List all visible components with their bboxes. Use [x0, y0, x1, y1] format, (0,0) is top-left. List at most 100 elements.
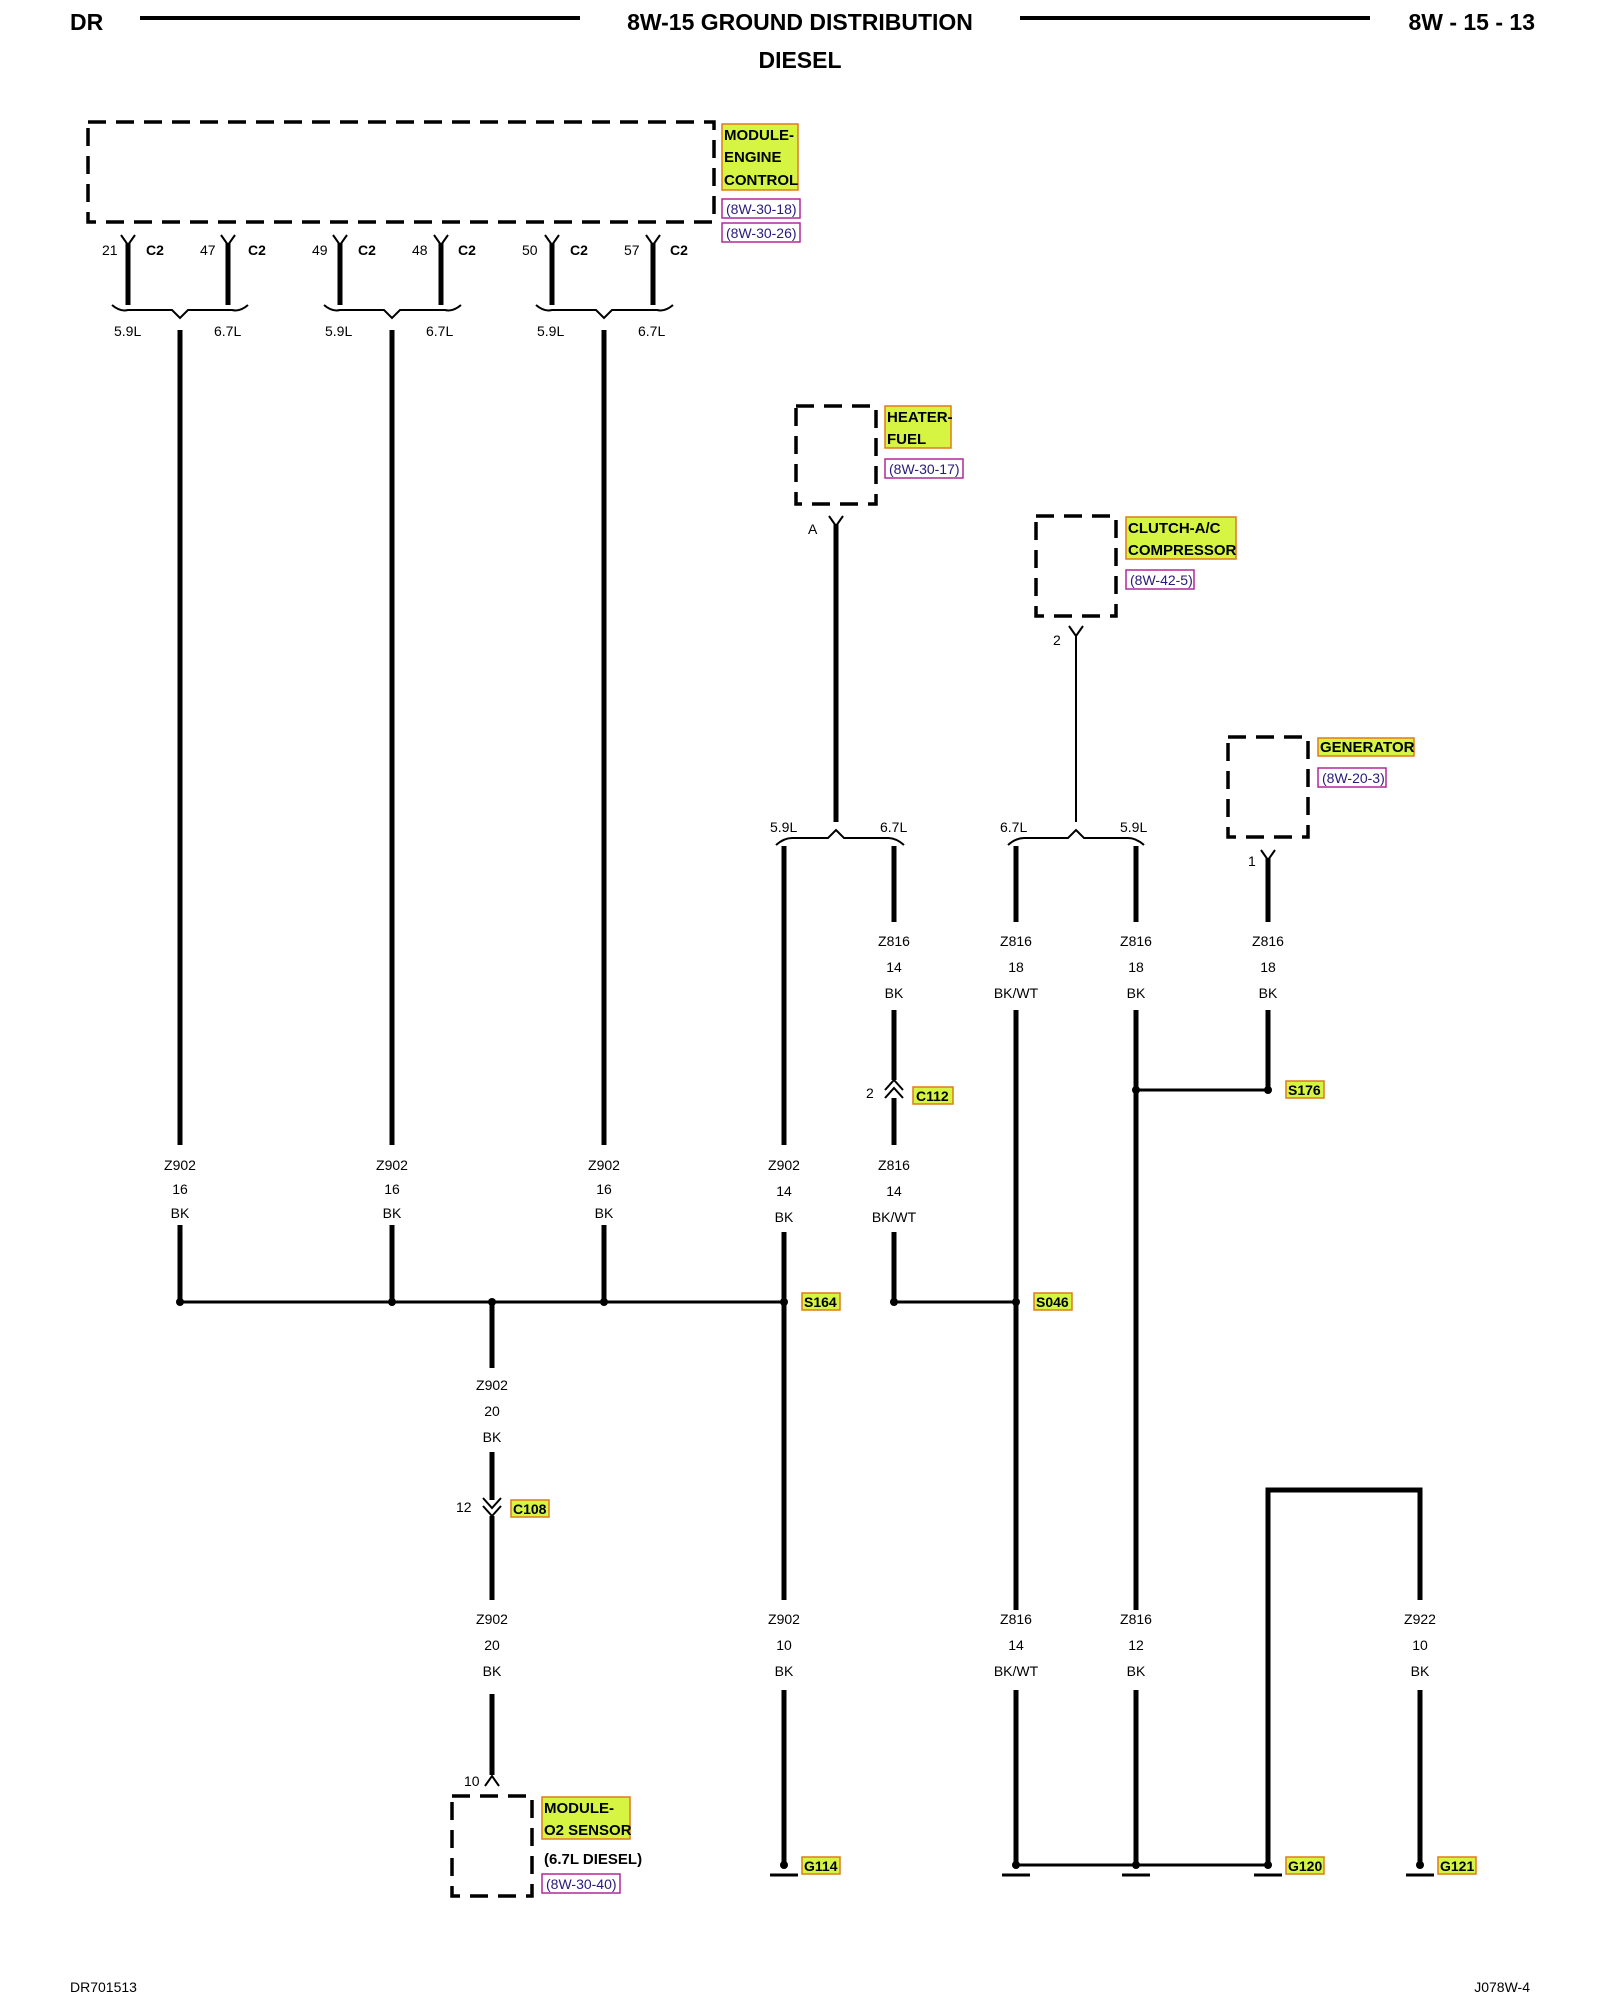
- g120-node: [1012, 1861, 1020, 1869]
- s046-label: S046: [1036, 1294, 1069, 1310]
- clutch-pin-label: 2: [1053, 632, 1061, 648]
- c112-pin: 2: [866, 1085, 874, 1101]
- heater-option-a: 5.9L: [770, 819, 797, 835]
- option-2-a: 5.9L: [325, 323, 352, 339]
- wire-label-circuit: Z922: [1404, 1611, 1436, 1627]
- o2-ref[interactable]: (8W-30-40): [546, 1876, 617, 1892]
- wire-label-gauge: 16: [172, 1181, 188, 1197]
- generator-label: GENERATOR: [1320, 739, 1415, 756]
- wire-label-circuit: Z816: [1252, 933, 1284, 949]
- o2-label-line1: MODULE-: [544, 1800, 614, 1817]
- wire-label-circuit: Z902: [164, 1157, 196, 1173]
- wire-label-color: BK: [171, 1205, 190, 1221]
- clutch-ref-box: [1125, 569, 1195, 590]
- ecm-ref2[interactable]: (8W-30-26): [726, 225, 797, 241]
- c108-pin: 12: [456, 1499, 472, 1515]
- s046-highlight: [1033, 1292, 1073, 1311]
- g114-node: [780, 1861, 788, 1869]
- splice-s164-node: [176, 1298, 184, 1306]
- wire-label-circuit: Z902: [376, 1157, 408, 1173]
- g120-node: [1132, 1861, 1140, 1869]
- option-3-a: 5.9L: [537, 323, 564, 339]
- option-2-b: 6.7L: [426, 323, 453, 339]
- ecm-ref1-box: [721, 198, 801, 219]
- wire-label-gauge: 16: [596, 1181, 612, 1197]
- g120-node: [1264, 1861, 1272, 1869]
- g121-highlight: [1437, 1856, 1477, 1875]
- wire-label-gauge: 18: [1260, 959, 1276, 975]
- pin-47-number: 47: [200, 242, 216, 258]
- pin-50-number: 50: [522, 242, 538, 258]
- clutch-ref[interactable]: (8W-42-5): [1130, 572, 1193, 588]
- wire-label-gauge: 20: [484, 1403, 500, 1419]
- page-code-left: DR: [70, 9, 104, 35]
- heater-fuel-box: [794, 404, 878, 506]
- g114-highlight: [801, 1856, 841, 1875]
- splice-s176-node: [1132, 1086, 1140, 1094]
- s176-label: S176: [1288, 1082, 1321, 1098]
- g121-label: G121: [1440, 1858, 1474, 1874]
- wire-label-gauge: 14: [776, 1183, 792, 1199]
- c112-connector-symbol: [884, 1078, 904, 1099]
- ecm-label-line3: CONTROL: [724, 172, 798, 189]
- wire-label-gauge: 16: [384, 1181, 400, 1197]
- c112-label: C112: [916, 1088, 949, 1104]
- wire-label-color: BK: [483, 1663, 502, 1679]
- wire-label-color: BK: [1259, 985, 1278, 1001]
- splice-s046-node: [890, 1298, 898, 1306]
- o2-pin-label: 10: [464, 1773, 480, 1789]
- splice-s046-node: [1012, 1298, 1020, 1306]
- wire-label-gauge: 14: [886, 1183, 902, 1199]
- wire-label-circuit: Z902: [588, 1157, 620, 1173]
- generator-label-highlight: [1317, 737, 1415, 757]
- pin-21-connector: C2: [146, 242, 164, 258]
- wire-z922-jumper[interactable]: [1265, 1487, 1423, 1862]
- wire-label-color: BK/WT: [872, 1209, 917, 1225]
- footer-left-code: DR701513: [70, 1979, 137, 1995]
- ecm-ref1[interactable]: (8W-30-18): [726, 201, 797, 217]
- generator-box: [1226, 735, 1310, 839]
- heater-option-b: 6.7L: [880, 819, 907, 835]
- wire-label-circuit: Z902: [768, 1157, 800, 1173]
- heater-ref-box: [884, 458, 964, 479]
- wire-label-color: BK: [383, 1205, 402, 1221]
- generator-pin-label: 1: [1248, 853, 1256, 869]
- splice-s164-node: [600, 1298, 608, 1306]
- s164-highlight: [801, 1292, 841, 1311]
- c108-highlight: [510, 1499, 550, 1518]
- splice-s164-node: [388, 1298, 396, 1306]
- option-split-1: [111, 304, 249, 320]
- clutch-option-a: 6.7L: [1000, 819, 1027, 835]
- generator-ref[interactable]: (8W-20-3): [1322, 770, 1385, 786]
- o2-pin-terminal: [484, 1774, 500, 1787]
- wire-label-color: BK/WT: [994, 985, 1039, 1001]
- wire-label-circuit: Z816: [1000, 1611, 1032, 1627]
- heater-label-highlight: [884, 405, 952, 449]
- wire-label-gauge: 18: [1008, 959, 1024, 975]
- o2-ref-box: [541, 1873, 621, 1894]
- heater-ref[interactable]: (8W-30-17): [889, 461, 960, 477]
- clutch-label-highlight: [1125, 516, 1237, 560]
- o2-label-highlight: [541, 1796, 631, 1840]
- wire-label-color: BK: [1127, 1663, 1146, 1679]
- option-split-2: [323, 304, 462, 320]
- option-split-3: [535, 304, 674, 320]
- wire-label-color: BK: [775, 1663, 794, 1679]
- wire-label-circuit: Z816: [878, 933, 910, 949]
- splice-s176-node: [1264, 1086, 1272, 1094]
- page-title: 8W-15 GROUND DISTRIBUTION: [627, 9, 973, 35]
- footer-right-code: J078W-4: [1474, 1979, 1530, 1995]
- pin-48-connector: C2: [458, 242, 476, 258]
- pin-57-number: 57: [624, 242, 640, 258]
- page-subtitle: DIESEL: [758, 47, 841, 73]
- ecm-ref2-box: [721, 222, 801, 243]
- pin-49-number: 49: [312, 242, 328, 258]
- clutch-ac-box: [1034, 514, 1118, 618]
- heater-label-line2: FUEL: [887, 431, 926, 448]
- g120-highlight: [1285, 1856, 1325, 1875]
- wire-label-gauge: 18: [1128, 959, 1144, 975]
- wire-label-circuit: Z816: [1000, 933, 1032, 949]
- wire-label-gauge: 12: [1128, 1637, 1144, 1653]
- c108-connector-symbol: [482, 1497, 502, 1518]
- heater-option-split: [775, 828, 905, 846]
